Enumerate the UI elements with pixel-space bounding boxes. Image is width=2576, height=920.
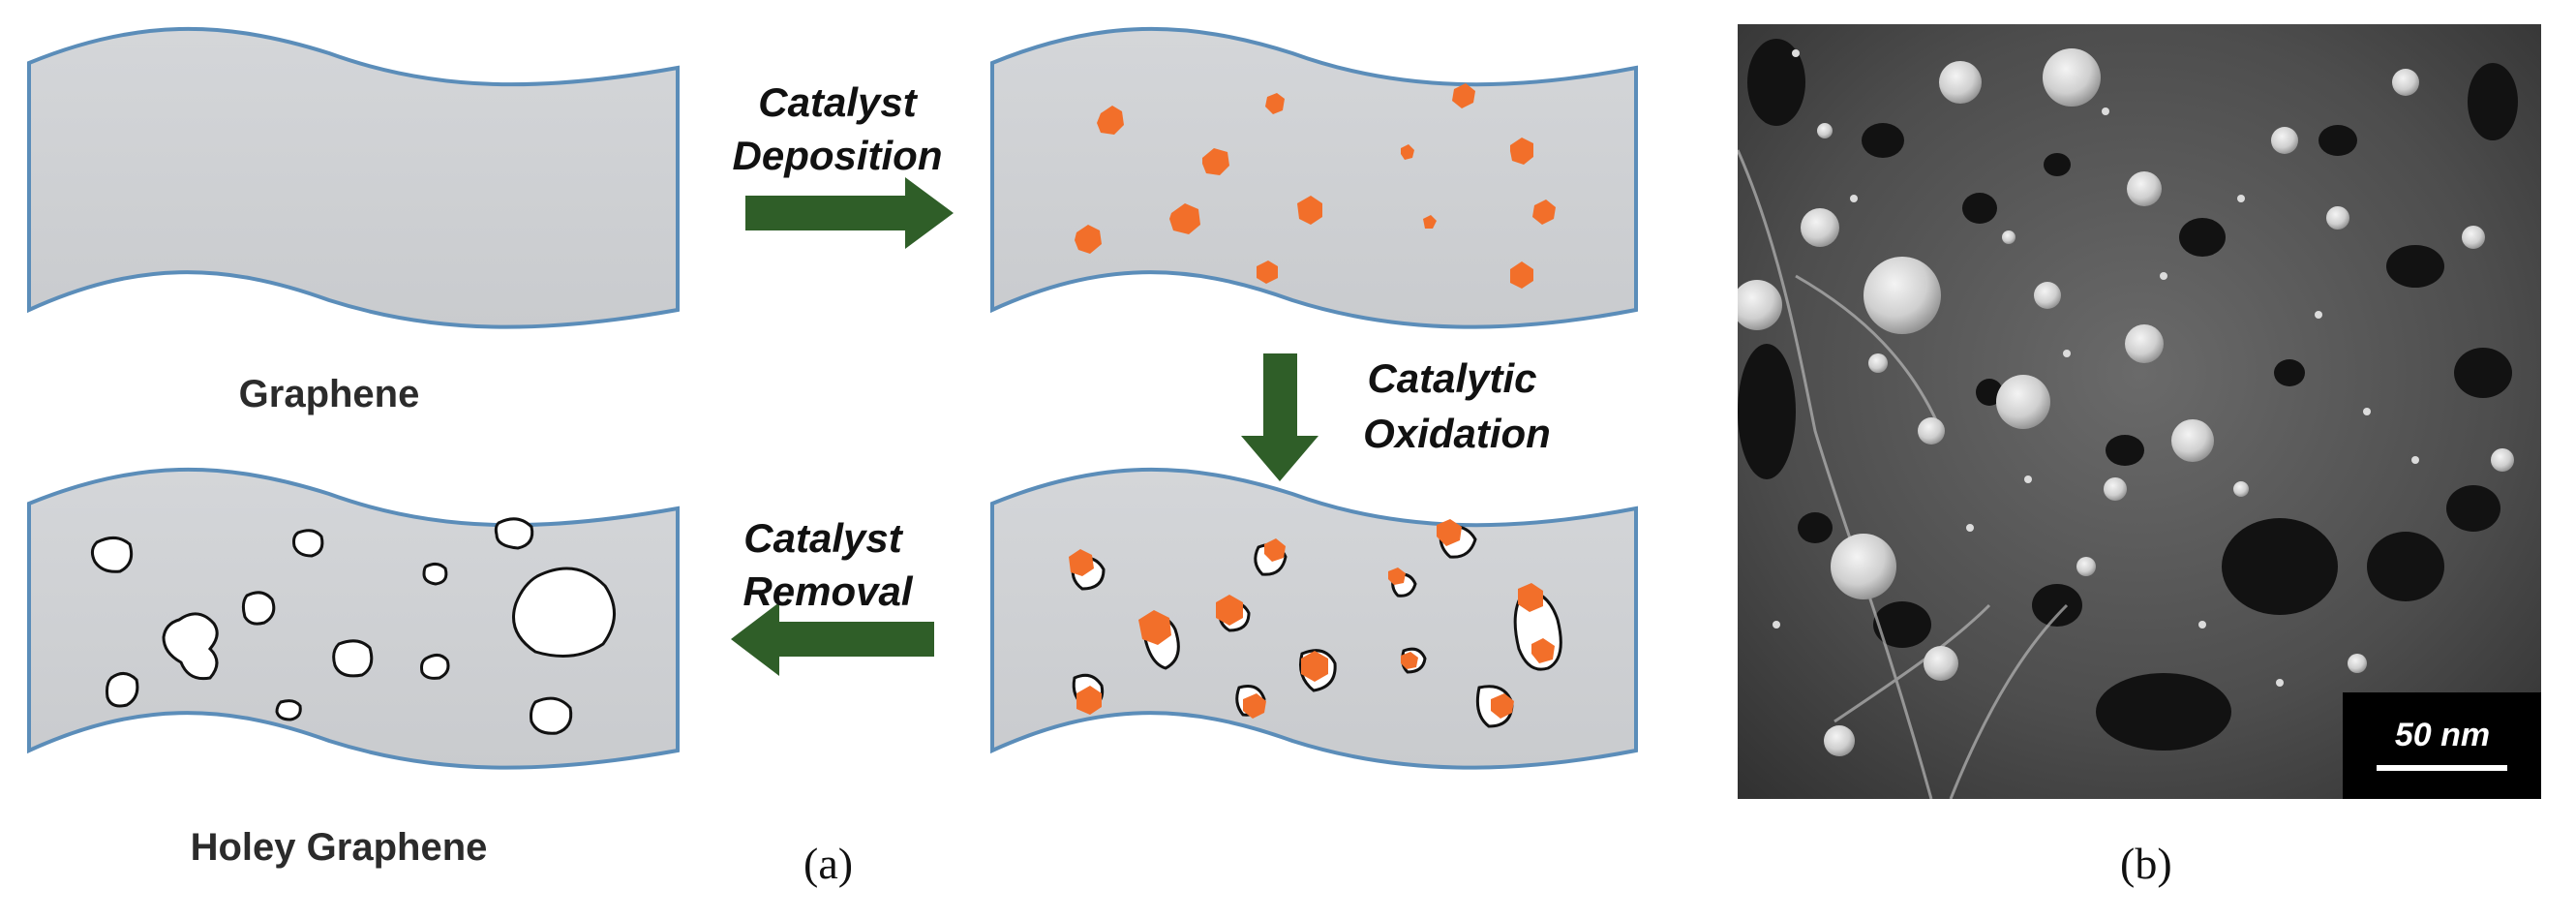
graphene-sheet (27, 26, 680, 329)
step-deposition-line1: Catalyst (758, 79, 918, 125)
scale-bar-box (2343, 692, 2541, 799)
sem-micrograph: 50 nm (1738, 24, 2541, 799)
panel-a-label: (a) (803, 839, 854, 888)
catalyst-sheet (990, 26, 1638, 329)
step-removal-line2: Removal (742, 568, 913, 614)
small-particles (1773, 49, 2439, 706)
panel-b-label: (b) (2120, 839, 2172, 888)
catalyst-particles-oxidized (1069, 519, 1555, 719)
process-schematic: Graphene (27, 26, 1638, 869)
step-removal-line1: Catalyst (743, 515, 903, 561)
pores (1738, 39, 2518, 751)
right-arrow-icon (745, 177, 954, 249)
step-oxidation-line2: Oxidation (1363, 411, 1551, 456)
scale-bar-label: 50 nm (2395, 717, 2490, 753)
holey-graphene-label: Holey Graphene (191, 826, 488, 869)
oxidized-sheet (990, 467, 1638, 770)
left-arrow-icon (731, 602, 934, 676)
step-deposition-line2: Deposition (733, 133, 943, 178)
wrinkle-ridges (1738, 149, 2069, 799)
catalyst-particles (1075, 83, 1556, 289)
scale-bar (2377, 765, 2507, 771)
step-oxidation-line1: Catalytic (1367, 355, 1536, 401)
graphene-label: Graphene (239, 373, 420, 415)
nanoparticles (1738, 48, 2514, 756)
down-arrow-icon (1241, 353, 1318, 481)
holes (90, 517, 616, 735)
holey-graphene-sheet (27, 467, 680, 770)
